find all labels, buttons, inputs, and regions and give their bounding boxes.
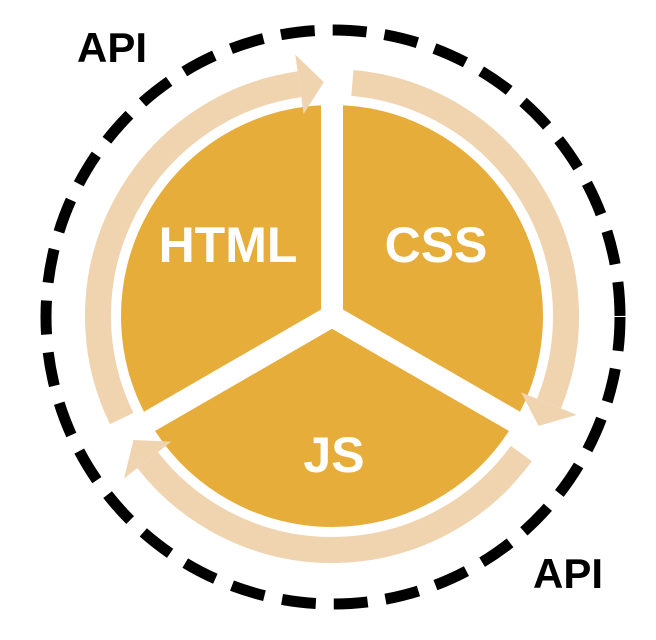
cycle-arrow-css-to-js [351,69,579,409]
api-label-bottom: API [533,550,603,597]
cycle-arrow-html-to-css [85,71,302,425]
slice-label-js: JS [303,427,364,483]
api-boundary-dashed-circle [40,24,626,610]
slice-separator [109,306,338,451]
arrowhead-icon [123,440,172,479]
cycle-arrow-js-to-html [137,445,532,563]
api-label-top: API [77,24,147,71]
arrowhead-icon [295,54,324,114]
slice-separator [326,306,555,451]
slice-label-css: CSS [385,217,488,273]
slice-label-html: HTML [159,217,298,273]
arrowhead-icon [521,392,577,426]
